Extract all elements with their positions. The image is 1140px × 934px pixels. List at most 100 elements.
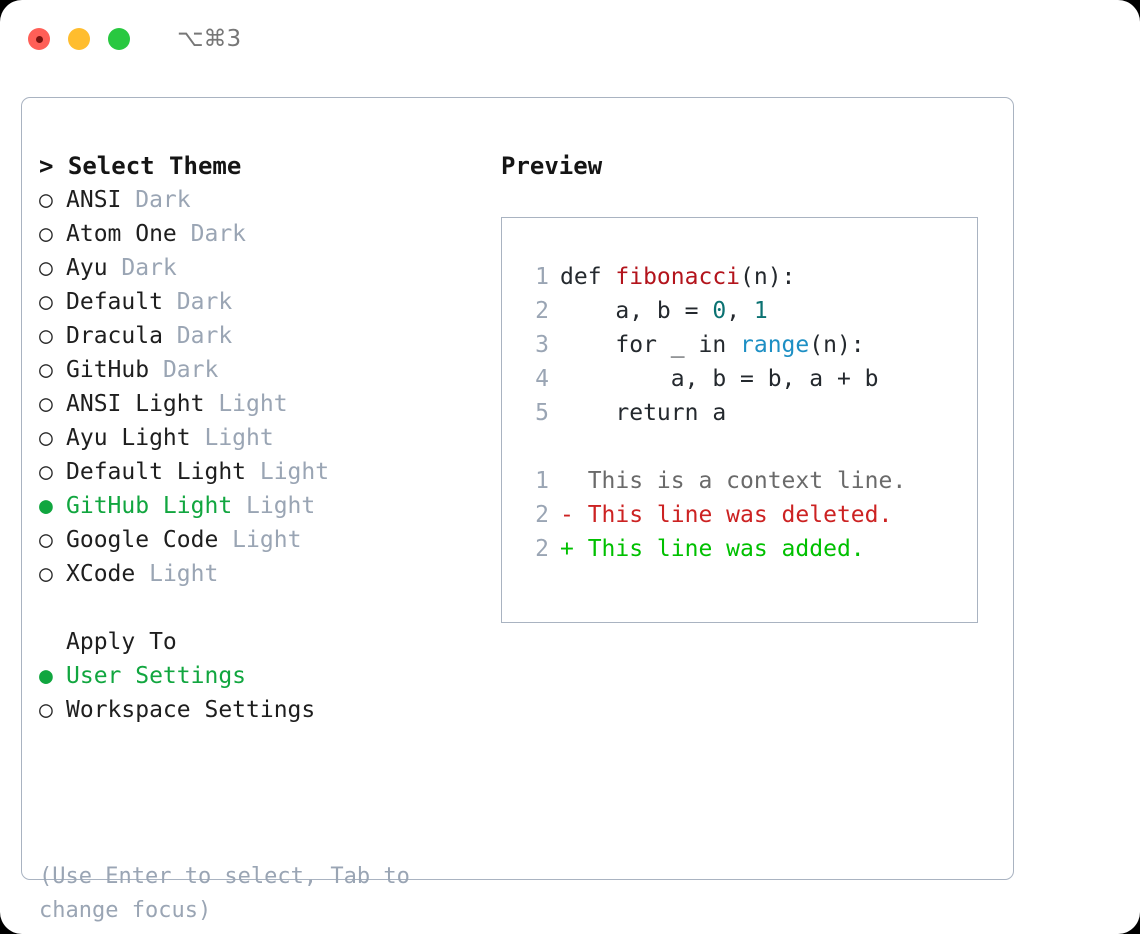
theme-option-label: ANSI (66, 187, 122, 213)
code-token-plain: (n): (809, 332, 865, 358)
theme-option-variant: Light (232, 493, 316, 519)
title-bar: ⌥⌘3 (0, 0, 1140, 78)
code-token-plain: for _ in (560, 332, 741, 358)
close-button[interactable] (28, 28, 50, 50)
theme-option-variant: Light (190, 425, 274, 451)
traffic-light-group (28, 28, 130, 50)
diff-line-ctx: 1 This is a context line. (519, 464, 971, 498)
radio-unselected-icon[interactable]: ○ (39, 221, 53, 247)
theme-option-ansi[interactable]: ○ANSI Dark (39, 183, 479, 217)
theme-option-dracula[interactable]: ○ Dracula Dark (39, 319, 479, 353)
panel-columns: > Select Theme ○ANSI Dark○Atom One Dark○… (22, 98, 1013, 923)
window-title: ⌥⌘3 (177, 26, 242, 52)
theme-option-xcode[interactable]: ○XCode Light (39, 557, 479, 591)
code-line: 3 for _ in range(n): (519, 328, 971, 362)
theme-option-variant: Dark (149, 357, 219, 383)
diff-line-del: 2 - This line was deleted. (519, 498, 971, 532)
theme-option-label: Atom One (66, 221, 177, 247)
main-panel: > Select Theme ○ANSI Dark○Atom One Dark○… (21, 97, 1014, 923)
radio-unselected-icon[interactable]: ○ (39, 187, 53, 213)
apply-to-header: Apply To (39, 625, 479, 659)
theme-option-default[interactable]: ○ Default Dark (39, 285, 479, 319)
diff-line-text: + This line was added. (560, 536, 865, 562)
line-number: 1 (535, 264, 549, 290)
radio-unselected-icon[interactable]: ○ (39, 561, 53, 587)
code-token-plain: a, b = b, a + b (560, 366, 879, 392)
theme-option-label: GitHub (66, 357, 150, 383)
radio-unselected-icon[interactable]: ○ (39, 459, 53, 485)
line-number: 3 (535, 332, 549, 358)
code-diff-spacer (519, 430, 971, 464)
code-line: 5 return a (519, 396, 971, 430)
theme-option-variant: Light (218, 527, 302, 553)
radio-selected-icon[interactable]: ● (39, 493, 53, 519)
code-line: 4 a, b = b, a + b (519, 362, 971, 396)
keyboard-hint: (Use Enter to select, Tab to change focu… (39, 864, 424, 923)
code-token-call: range (740, 332, 810, 358)
radio-selected-icon[interactable]: ● (39, 663, 53, 689)
code-token-num: 1 (753, 298, 768, 324)
radio-unselected-icon[interactable]: ○ (39, 255, 53, 281)
theme-option-label: Default (66, 289, 163, 315)
radio-unselected-icon[interactable]: ○ (39, 323, 53, 349)
apply-to-list[interactable]: ● User Settings ○ Workspace Settings (39, 659, 479, 727)
theme-option-ansi-light[interactable]: ○ANSI Light Light (39, 387, 479, 421)
theme-option-ayu-light[interactable]: ○ Ayu Light Light (39, 421, 479, 455)
code-line-text: for _ in range(n): (560, 328, 865, 362)
theme-option-label: Default Light (66, 459, 247, 485)
preview-title: Preview (501, 152, 603, 180)
theme-option-label: ANSI Light (66, 391, 205, 417)
code-line-text: return a (560, 396, 726, 430)
theme-option-google-code[interactable]: ○ Google Code Light (39, 523, 479, 557)
code-line: 2 a, b = 0, 1 (519, 294, 971, 328)
theme-picker-column: > Select Theme ○ANSI Dark○Atom One Dark○… (39, 149, 479, 727)
line-number: 1 (535, 468, 549, 494)
apply-to-option-label: Workspace Settings (66, 697, 316, 723)
theme-option-variant: Dark (162, 289, 233, 315)
theme-option-label: XCode (66, 561, 136, 587)
code-token-plain: a, b = (560, 298, 713, 324)
line-number: 2 (535, 502, 549, 528)
select-theme-header: > Select Theme (39, 152, 242, 180)
code-line: 1 def fibonacci(n): (519, 260, 971, 294)
code-token-plain: (n): (740, 264, 796, 290)
diff-line-text: - This line was deleted. (560, 502, 893, 528)
theme-option-label: Dracula (66, 323, 163, 349)
radio-unselected-icon[interactable]: ○ (39, 289, 53, 315)
apply-to-option-user-settings[interactable]: ● User Settings (39, 659, 479, 693)
apply-to-option-label: User Settings (66, 663, 247, 689)
radio-unselected-icon[interactable]: ○ (39, 697, 53, 723)
theme-option-variant: Light (246, 459, 330, 485)
theme-list[interactable]: ○ANSI Dark○Atom One Dark○Ayu Dark○Defaul… (39, 183, 479, 591)
list-spacer (39, 591, 479, 625)
code-token-func: fibonacci (615, 264, 741, 290)
code-token-plain: def (560, 264, 616, 290)
theme-option-label: GitHub Light (66, 493, 233, 519)
code-token-plain: , (726, 298, 754, 324)
theme-option-github-light[interactable]: ● GitHub Light Light (39, 489, 479, 523)
maximize-button[interactable] (108, 28, 130, 50)
code-line-text: def fibonacci(n): (560, 260, 795, 294)
minimize-button[interactable] (68, 28, 90, 50)
apply-to-option-workspace-settings[interactable]: ○ Workspace Settings (39, 693, 479, 727)
code-line-text: a, b = b, a + b (560, 362, 879, 396)
theme-option-github[interactable]: ○ GitHub Dark (39, 353, 479, 387)
radio-unselected-icon[interactable]: ○ (39, 425, 53, 451)
diff-sample: 1 This is a context line. 2 - This line wa… (519, 464, 971, 566)
code-token-plain: return a (560, 400, 727, 426)
radio-unselected-icon[interactable]: ○ (39, 527, 53, 553)
theme-option-default-light[interactable]: ○ Default Light Light (39, 455, 479, 489)
line-number: 2 (535, 536, 549, 562)
theme-option-label: Ayu Light (66, 425, 191, 451)
radio-unselected-icon[interactable]: ○ (39, 357, 53, 383)
theme-option-ayu[interactable]: ○Ayu Dark (39, 251, 479, 285)
theme-option-atom-one[interactable]: ○Atom One Dark (39, 217, 479, 251)
radio-unselected-icon[interactable]: ○ (39, 391, 53, 417)
theme-option-label: Google Code (66, 527, 219, 553)
theme-option-variant: Dark (162, 323, 233, 349)
